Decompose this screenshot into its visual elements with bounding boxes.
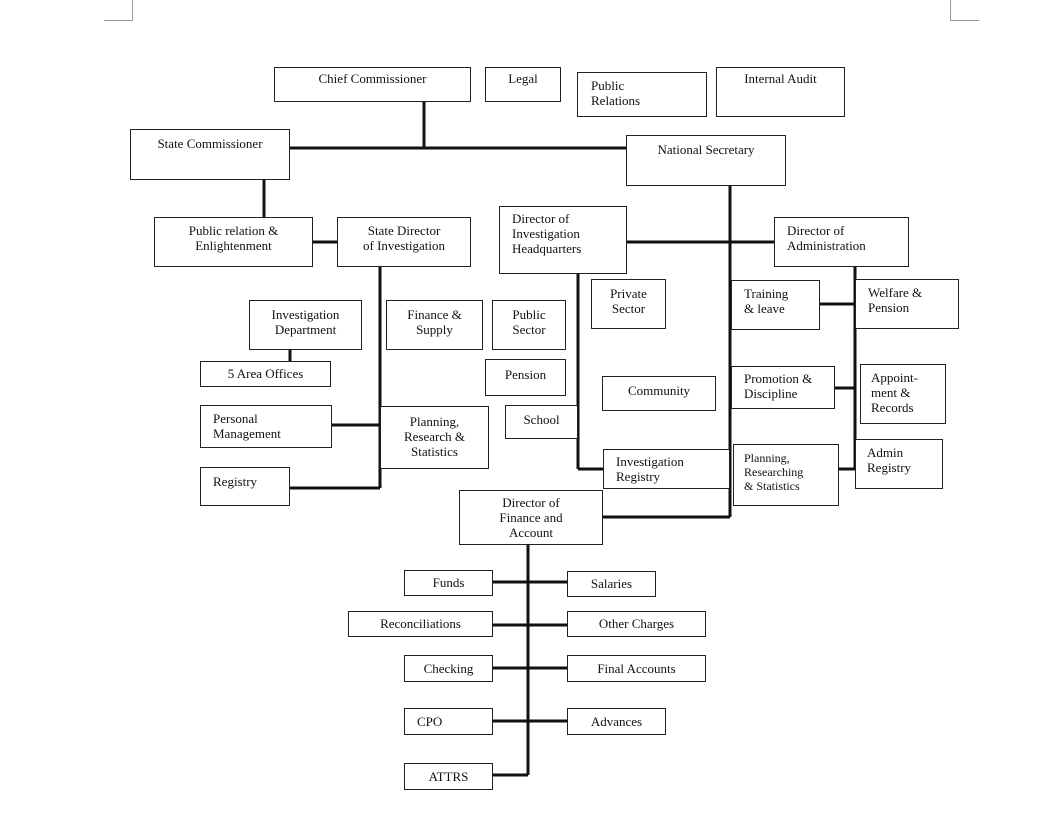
public-sector-box: Public Sector (492, 300, 566, 350)
appointment-records-box: Appoint- ment & Records (860, 364, 946, 424)
other-charges-box: Other Charges (567, 611, 706, 637)
national-secretary-box: National Secretary (626, 135, 786, 186)
investigation-registry-box: Investigation Registry (603, 449, 730, 489)
internal-audit-box: Internal Audit (716, 67, 845, 117)
cpo-box: CPO (404, 708, 493, 735)
planning-research-statistics-box: Planning, Research & Statistics (380, 406, 489, 469)
welfare-pension-box: Welfare & Pension (855, 279, 959, 329)
public-relations-box: Public Relations (577, 72, 707, 117)
school-box: School (505, 405, 578, 439)
attrs-box: ATTRS (404, 763, 493, 790)
legal-box: Legal (485, 67, 561, 102)
public-relation-enlightenment-box: Public relation & Enlightenment (154, 217, 313, 267)
admin-registry-box: Admin Registry (855, 439, 943, 489)
planning-researching-statistics-box: Planning, Researching & Statistics (733, 444, 839, 506)
page-corner-mark-right (950, 0, 979, 21)
area-offices-box: 5 Area Offices (200, 361, 331, 387)
salaries-box: Salaries (567, 571, 656, 597)
promotion-discipline-box: Promotion & Discipline (731, 366, 835, 409)
chief-commissioner-box: Chief Commissioner (274, 67, 471, 102)
director-investigation-hq-box: Director of Investigation Headquarters (499, 206, 627, 274)
training-leave-box: Training & leave (731, 280, 820, 330)
reconciliations-box: Reconciliations (348, 611, 493, 637)
funds-box: Funds (404, 570, 493, 596)
state-commissioner-box: State Commissioner (130, 129, 290, 180)
community-box: Community (602, 376, 716, 411)
final-accounts-box: Final Accounts (567, 655, 706, 682)
page-corner-mark-left (104, 0, 133, 21)
state-director-investigation-box: State Director of Investigation (337, 217, 471, 267)
finance-supply-box: Finance & Supply (386, 300, 483, 350)
registry-box: Registry (200, 467, 290, 506)
personal-management-box: Personal Management (200, 405, 332, 448)
director-finance-account-box: Director of Finance and Account (459, 490, 603, 545)
checking-box: Checking (404, 655, 493, 682)
advances-box: Advances (567, 708, 666, 735)
director-administration-box: Director of Administration (774, 217, 909, 267)
private-sector-box: Private Sector (591, 279, 666, 329)
pension-box: Pension (485, 359, 566, 396)
investigation-department-box: Investigation Department (249, 300, 362, 350)
